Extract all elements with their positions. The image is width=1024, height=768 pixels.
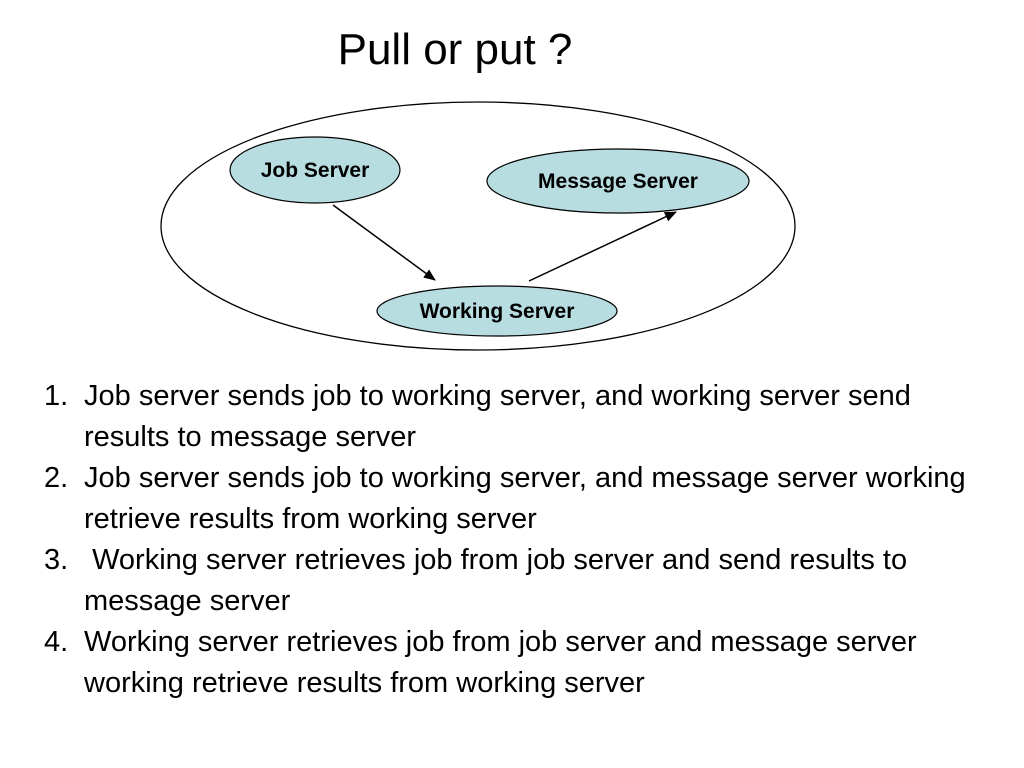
step-text: Job server sends job to working server, … [84,380,919,453]
node-job-server-label: Job Server [261,159,370,182]
step-text: Job server sends job to working server, … [84,462,974,535]
node-message-server-label: Message Server [538,170,698,193]
step-number: 3. [44,544,69,576]
step-number: 2. [44,462,69,494]
list-item: 1. Job server sends job to working serve… [44,376,1004,458]
list-item: 2. Job server sends job to working serve… [44,458,1004,540]
step-text: Working server retrieves job from job se… [84,626,925,699]
list-item: 3. Working server retrieves job from job… [44,540,1004,622]
node-message-server: Message Server [486,148,750,214]
node-job-server-shape [229,136,401,204]
node-message-server-shape [486,148,750,214]
node-working-server-shape [376,285,618,337]
page-title: Pull or put ? [337,25,573,74]
node-working-server-label: Working Server [420,300,575,323]
node-job-server: Job Server [229,136,401,204]
edge-working-to-message-arrow [528,211,677,282]
step-text: Working server retrieves job from job se… [84,544,916,617]
system-boundary-ellipse [160,101,796,351]
edge-job-to-working-arrow [332,204,436,281]
list-item: 4. Working server retrieves job from job… [44,622,1004,704]
node-working-server: Working Server [376,285,618,337]
steps-list: 1. Job server sends job to working serve… [44,376,1004,704]
step-number: 4. [44,626,69,658]
step-number: 1. [44,380,69,412]
